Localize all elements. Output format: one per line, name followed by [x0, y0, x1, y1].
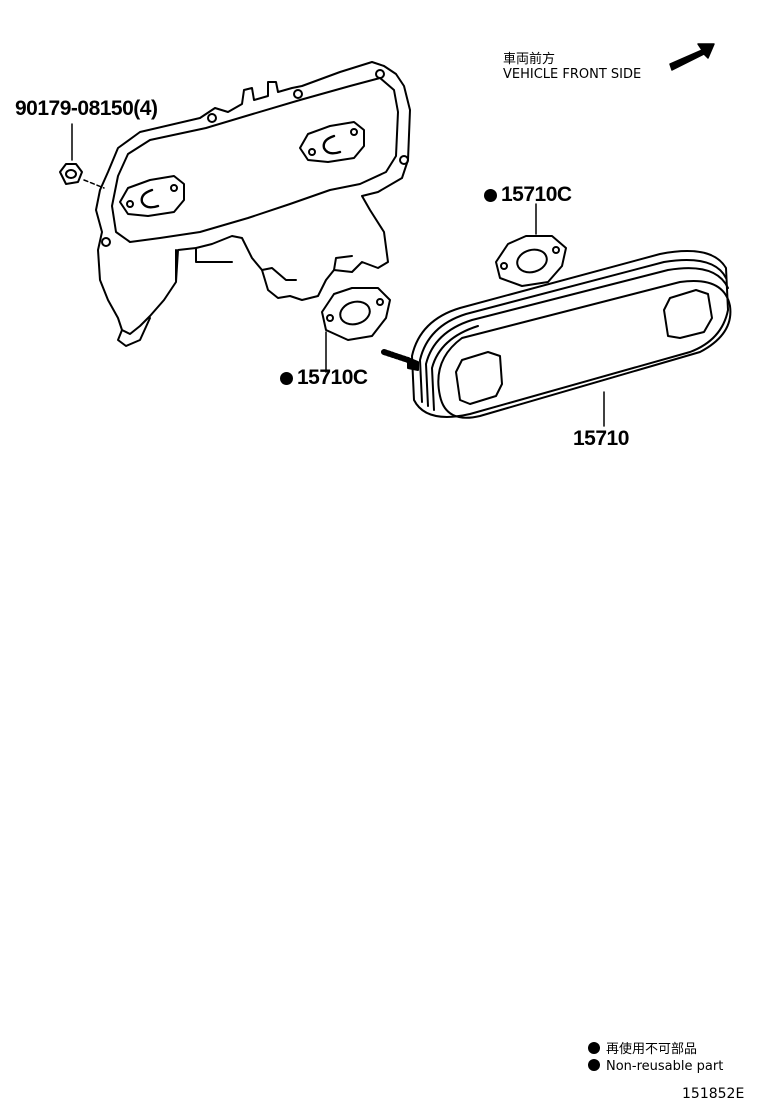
- legend-japanese: 再使用不可部品: [588, 1038, 697, 1057]
- oil-cooler-icon: [381, 250, 732, 427]
- gasket-lower-icon: [321, 287, 391, 373]
- bolt-icon: [59, 123, 83, 185]
- non-reusable-dot-icon: [280, 372, 293, 385]
- front-direction-arrow-icon: [669, 43, 715, 71]
- illustration-code: 151852E: [682, 1086, 745, 1102]
- part-number-bolt: 90179-08150(4): [15, 97, 158, 120]
- gasket-upper-icon: [495, 203, 567, 287]
- part-number-oil-cooler: 15710: [573, 427, 629, 450]
- legend-english-text: Non-reusable part: [606, 1059, 724, 1074]
- part-number-gasket-upper: 15710C: [484, 183, 572, 207]
- legend-dot-icon: [588, 1042, 600, 1054]
- legend-dot-icon: [588, 1059, 600, 1071]
- part-number-gasket-lower: 15710C: [280, 366, 368, 390]
- direction-label-english: VEHICLE FRONT SIDE: [503, 67, 642, 82]
- legend-japanese-text: 再使用不可部品: [606, 1042, 698, 1057]
- direction-label-japanese: 車両前方: [503, 52, 556, 67]
- part-number-text: 15710C: [501, 183, 572, 206]
- timing-cover-icon: [83, 61, 411, 347]
- non-reusable-dot-icon: [484, 189, 497, 202]
- part-number-text: 15710C: [297, 366, 368, 389]
- legend-english: Non-reusable part: [588, 1059, 723, 1074]
